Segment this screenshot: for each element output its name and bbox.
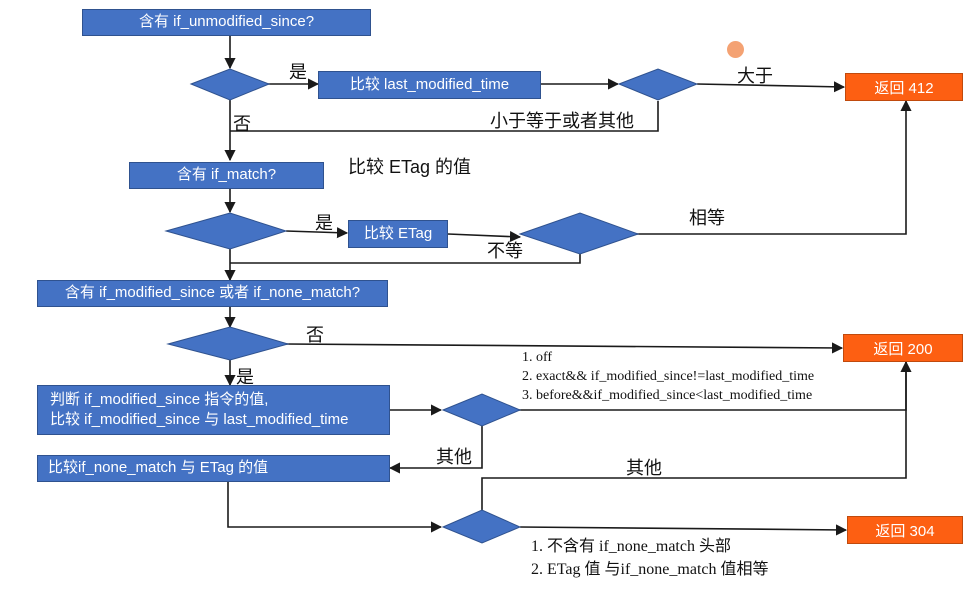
connector xyxy=(447,230,522,243)
decision-diamond xyxy=(441,509,522,544)
label-compare-etag-value: 比较 ETag 的值 xyxy=(348,157,472,177)
node-return-200: 返回 200 xyxy=(843,334,963,362)
label-yes: 是 xyxy=(315,213,333,233)
cursor-highlight-dot xyxy=(727,41,744,58)
label-other: 其他 xyxy=(626,458,662,478)
node-compare-etag: 比较 ETag xyxy=(348,220,448,248)
conditions-return-304: 1. 不含有 if_none_match 头部 2. ETag 值 与if_no… xyxy=(531,535,769,581)
conditions-return-200: 1. off 2. exact&& if_modified_since!=las… xyxy=(522,348,814,405)
decision-diamond xyxy=(617,68,699,101)
node-return-304: 返回 304 xyxy=(847,516,963,544)
decision-diamond xyxy=(189,68,271,101)
node-has-if-modified-since-or-none-match: 含有 if_modified_since 或者 if_none_match? xyxy=(37,280,388,307)
connector xyxy=(696,81,846,93)
node-judge-if-modified-since: 判断 if_modified_since 指令的值, 比较 if_modifie… xyxy=(37,385,390,435)
decision-diamond xyxy=(518,212,640,255)
condition-item: 1. off xyxy=(522,350,553,365)
label-equal: 相等 xyxy=(689,208,725,228)
connector xyxy=(481,362,907,510)
condition-item: 3. before&&if_modified_since<last_modifi… xyxy=(522,388,813,403)
label-not-equal: 不等 xyxy=(487,241,523,261)
label-yes: 是 xyxy=(236,367,254,387)
connector xyxy=(285,227,349,239)
connector xyxy=(519,524,848,536)
label-yes: 是 xyxy=(289,62,307,82)
label-no: 否 xyxy=(233,114,251,134)
label-other: 其他 xyxy=(436,447,472,467)
judge-line-1: 判断 if_modified_since 指令的值, xyxy=(50,390,269,408)
node-has-if-unmodified-since: 含有 if_unmodified_since? xyxy=(82,9,371,36)
label-less-or-other: 小于等于或者其他 xyxy=(490,111,634,131)
node-compare-last-modified-time: 比较 last_modified_time xyxy=(318,71,541,99)
decision-diamond xyxy=(441,393,522,427)
label-greater: 大于 xyxy=(737,66,773,86)
condition-item: 2. exact&& if_modified_since!=last_modif… xyxy=(522,369,815,384)
connector xyxy=(230,101,659,132)
judge-line-2: 比较 if_modified_since 与 last_modified_tim… xyxy=(50,411,349,428)
label-no: 否 xyxy=(306,325,324,345)
node-return-412: 返回 412 xyxy=(845,73,963,101)
connector xyxy=(285,342,844,354)
connector xyxy=(227,481,443,533)
condition-item: 1. 不含有 if_none_match 头部 xyxy=(531,538,731,555)
connector xyxy=(637,99,912,235)
node-compare-none-match-etag: 比较if_none_match 与 ETag 的值 xyxy=(37,455,390,482)
node-has-if-match: 含有 if_match? xyxy=(129,162,324,189)
connector xyxy=(230,251,581,264)
connector xyxy=(388,426,483,474)
decision-diamond xyxy=(166,326,290,361)
decision-diamond xyxy=(164,212,288,250)
condition-item: 2. ETag 值 与if_none_match 值相等 xyxy=(531,561,769,578)
